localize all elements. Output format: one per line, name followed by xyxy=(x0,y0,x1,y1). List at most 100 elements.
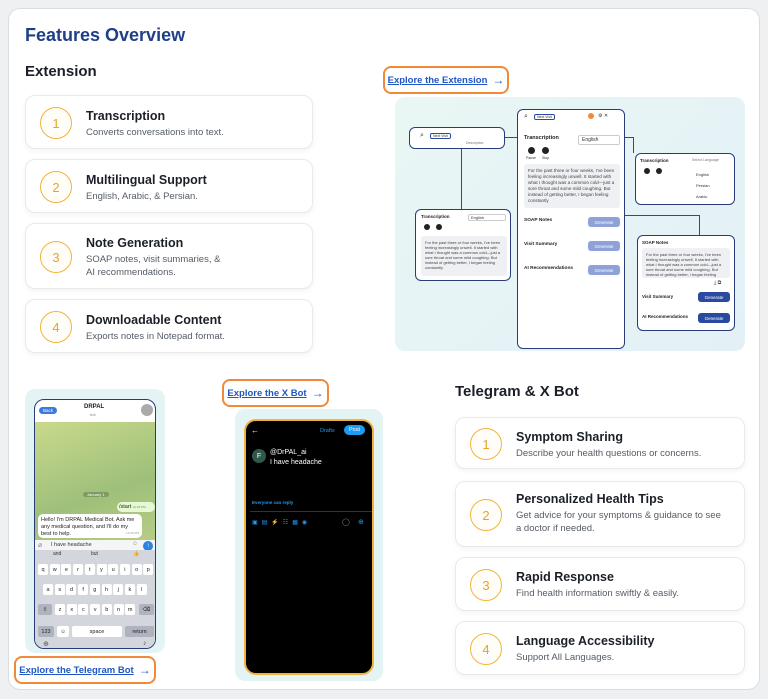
add-icon: ⊕ xyxy=(358,519,364,526)
divider xyxy=(250,511,372,512)
keyboard-key: l xyxy=(136,584,147,595)
explore-x-label: Explore the X Bot xyxy=(227,387,307,399)
keyboard-key: w xyxy=(49,564,60,575)
emoji-key-icon: ☺ xyxy=(57,626,69,637)
soap-notes-label: SOAP Notes xyxy=(524,218,553,223)
keyboard-key: z xyxy=(55,604,65,615)
arrow-right-icon: → xyxy=(138,663,151,677)
feature-title: Rapid Response xyxy=(516,570,614,584)
drafts-link: Drafts xyxy=(320,428,335,434)
ai-recommendations-label: AI Recommendations xyxy=(642,314,689,319)
connector xyxy=(633,137,634,153)
feature-title: Downloadable Content xyxy=(86,313,222,327)
bot-message: Hello! I'm DRPAL Medical Bot. Ask me any… xyxy=(38,514,142,538)
explore-telegram-button[interactable]: Explore the Telegram Bot → xyxy=(14,656,156,684)
feature-desc: Find health information swiftly & easily… xyxy=(516,588,679,599)
search-icon: ⌕ xyxy=(524,113,528,120)
language-option: Arabic xyxy=(696,194,708,199)
stop-icon xyxy=(656,168,662,174)
feature-title: Note Generation xyxy=(86,236,184,250)
keyboard-key: t xyxy=(84,564,95,575)
back-arrow-icon: ← xyxy=(251,426,259,435)
connector xyxy=(505,137,517,138)
language-select: English xyxy=(578,135,620,145)
generate-soap-button: Generate xyxy=(588,217,620,227)
keyboard-key: j xyxy=(113,584,124,595)
keyboard-key: b xyxy=(101,604,112,615)
keyboard-key: r xyxy=(73,564,84,575)
feature-desc: Get advice for your symptoms & guidance … xyxy=(516,510,721,534)
keyboard-key: v xyxy=(90,604,101,615)
feature-card-downloadable: 4 Downloadable Content Exports notes in … xyxy=(25,299,313,353)
keyboard-key: f xyxy=(78,584,89,595)
num-key: 123 xyxy=(38,626,54,637)
suggestion: but xyxy=(91,551,98,557)
telegram-x-section-title: Telegram & X Bot xyxy=(455,383,579,400)
user-message-time: 10:45 PM xyxy=(132,505,146,509)
soap-notes-text: For the past three or four weeks, I've b… xyxy=(642,248,730,278)
extension-preview: ⌕ Next Visit Description ⌕ Next Visit ⚙ … xyxy=(395,97,745,351)
connector xyxy=(699,215,700,235)
feature-desc: Converts conversations into text. xyxy=(86,127,224,138)
feature-card-rapid-response: 3 Rapid Response Find health information… xyxy=(455,557,745,611)
keyboard-key: a xyxy=(43,584,53,595)
shift-key-icon: ⇧ xyxy=(38,604,52,615)
arrow-right-icon: → xyxy=(492,73,505,87)
progress-circle-icon: ◯ xyxy=(342,519,350,526)
feature-number: 4 xyxy=(40,311,72,343)
keyboard-key: y xyxy=(96,564,107,575)
soap-notes-popup: SOAP Notes For the past three or four we… xyxy=(637,235,735,331)
bot-avatar xyxy=(141,404,153,416)
chat-area: January 1 /start 10:45 PM Hello! I'm DRP… xyxy=(35,422,155,540)
input-bar: ⌀ I have headache ☺ ↑ xyxy=(35,540,155,552)
feature-number: 3 xyxy=(470,569,502,601)
visit-summary-label: Visit Summary xyxy=(642,294,674,299)
feature-card-note-generation: 3 Note Generation SOAP notes, visit summ… xyxy=(25,223,313,289)
keyboard-key: p xyxy=(143,564,154,575)
description-label: Description xyxy=(466,141,484,145)
telegram-phone: Back DRPAL bot January 1 /start 10:45 PM… xyxy=(34,399,156,649)
bot-message-text: Hello! I'm DRPAL Medical Bot. Ask me any… xyxy=(41,517,135,537)
feature-number: 2 xyxy=(470,499,502,531)
arrow-right-icon: → xyxy=(311,386,324,400)
explore-extension-label: Explore the Extension xyxy=(387,74,488,86)
feature-card-symptom-sharing: 1 Symptom Sharing Describe your health q… xyxy=(455,417,745,469)
keyboard-key: q xyxy=(38,564,48,575)
return-key: return xyxy=(125,626,154,637)
explore-x-button[interactable]: Explore the X Bot → xyxy=(222,379,329,407)
bot-name: DRPAL xyxy=(84,404,105,410)
connector xyxy=(625,137,633,138)
keyboard-key: m xyxy=(125,604,136,615)
feature-card-language-accessibility: 4 Language Accessibility Support All Lan… xyxy=(455,621,745,675)
feature-title: Language Accessibility xyxy=(516,634,655,648)
feature-desc: SOAP notes, visit summaries, & AI recomm… xyxy=(86,254,221,278)
status-dot-icon xyxy=(588,113,594,119)
keyboard-key: o xyxy=(131,564,142,575)
page-title: Features Overview xyxy=(25,25,186,45)
collapsed-popup: ⌕ Next Visit Description xyxy=(409,127,505,149)
pause-label: Pause xyxy=(526,156,536,160)
feature-number: 3 xyxy=(40,241,72,273)
search-icon: ⌕ xyxy=(420,132,424,139)
suggestion: 👍 xyxy=(133,551,140,557)
bot-status: bot xyxy=(90,412,96,417)
select-language-label: Select Language xyxy=(692,158,719,162)
explore-extension-button[interactable]: Explore the Extension → xyxy=(383,66,509,94)
space-key: space xyxy=(72,626,122,637)
language-popup: Transcription Select Language English Pe… xyxy=(635,153,735,205)
transcript-text: For the past three or four weeks, I've b… xyxy=(421,236,507,276)
feature-number: 2 xyxy=(40,171,72,203)
feature-desc: Exports notes in Notepad format. xyxy=(86,331,225,342)
generate-summary-button: Generate xyxy=(588,241,620,251)
keyboard-key: x xyxy=(66,604,77,615)
post-button: Post xyxy=(344,425,366,435)
delete-key-icon: ⌫ xyxy=(139,604,154,615)
feature-number: 1 xyxy=(40,107,72,139)
ai-recommendations-label: AI Recommendations xyxy=(524,266,574,271)
transcript-text: For the past three or four weeks, I've b… xyxy=(524,164,620,208)
feature-desc: English, Arabic, & Persian. xyxy=(86,191,198,202)
main-popup: ⌕ Next Visit ⚙ ✕ Transcription English P… xyxy=(517,109,625,349)
globe-icon: ⊕ xyxy=(43,641,49,648)
keyboard-key: h xyxy=(101,584,112,595)
